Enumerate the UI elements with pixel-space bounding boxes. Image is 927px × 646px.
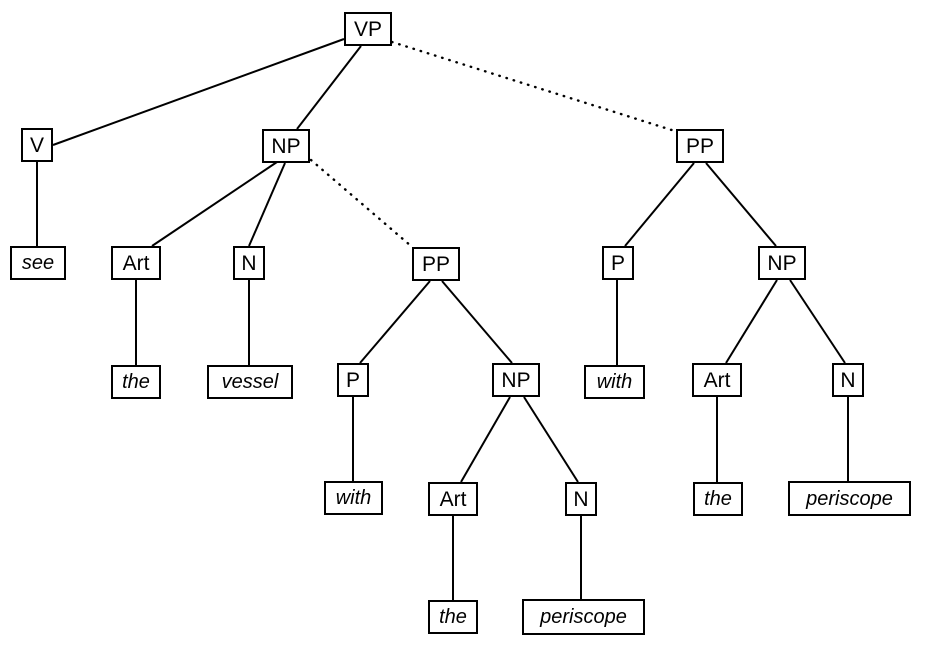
tree-node-n1: N (233, 246, 265, 280)
tree-node-the1: the (111, 365, 161, 399)
tree-edge-pp_mid-to-p_mid (359, 280, 431, 364)
tree-node-art_right: Art (692, 363, 742, 397)
tree-edge-np_right-to-art_right (725, 279, 778, 364)
tree-edge-np_mid-to-art_mid (460, 396, 511, 483)
tree-node-pp_mid: PP (412, 247, 460, 281)
tree-edge-np1-to-n1 (248, 162, 286, 247)
tree-edge-np1-to-pp_mid (309, 158, 413, 248)
tree-node-np_right: NP (758, 246, 806, 280)
tree-edge-pp_right-to-np_right (705, 162, 777, 247)
tree-node-vessel: vessel (207, 365, 293, 399)
tree-edge-np_mid-to-n_mid (523, 396, 579, 483)
tree-edge-vp-to-np1 (296, 45, 362, 130)
tree-edge-pp_right-to-p_right (624, 162, 695, 247)
tree-edge-vp-to-pp_right (390, 40, 680, 134)
tree-node-the_m: the (428, 600, 478, 634)
tree-node-art_mid: Art (428, 482, 478, 516)
tree-node-np_mid: NP (492, 363, 540, 397)
tree-edge-pp_mid-to-np_mid (441, 280, 513, 364)
tree-node-n_right: N (832, 363, 864, 397)
tree-node-pp_right: PP (676, 129, 724, 163)
tree-node-n_mid: N (565, 482, 597, 516)
tree-node-art1: Art (111, 246, 161, 280)
tree-edge-np_right-to-n_right (789, 279, 846, 364)
tree-node-with_m: with (324, 481, 383, 515)
tree-node-peri_m: periscope (522, 599, 645, 635)
tree-node-see: see (10, 246, 66, 280)
tree-node-p_right: P (602, 246, 634, 280)
tree-node-with_r: with (584, 365, 645, 399)
tree-edge-np1-to-art1 (151, 161, 278, 247)
tree-node-v: V (21, 128, 53, 162)
tree-node-vp: VP (344, 12, 392, 46)
tree-node-np1: NP (262, 129, 310, 163)
tree-node-peri_r: periscope (788, 481, 911, 516)
tree-node-the_r: the (693, 482, 743, 516)
tree-node-p_mid: P (337, 363, 369, 397)
